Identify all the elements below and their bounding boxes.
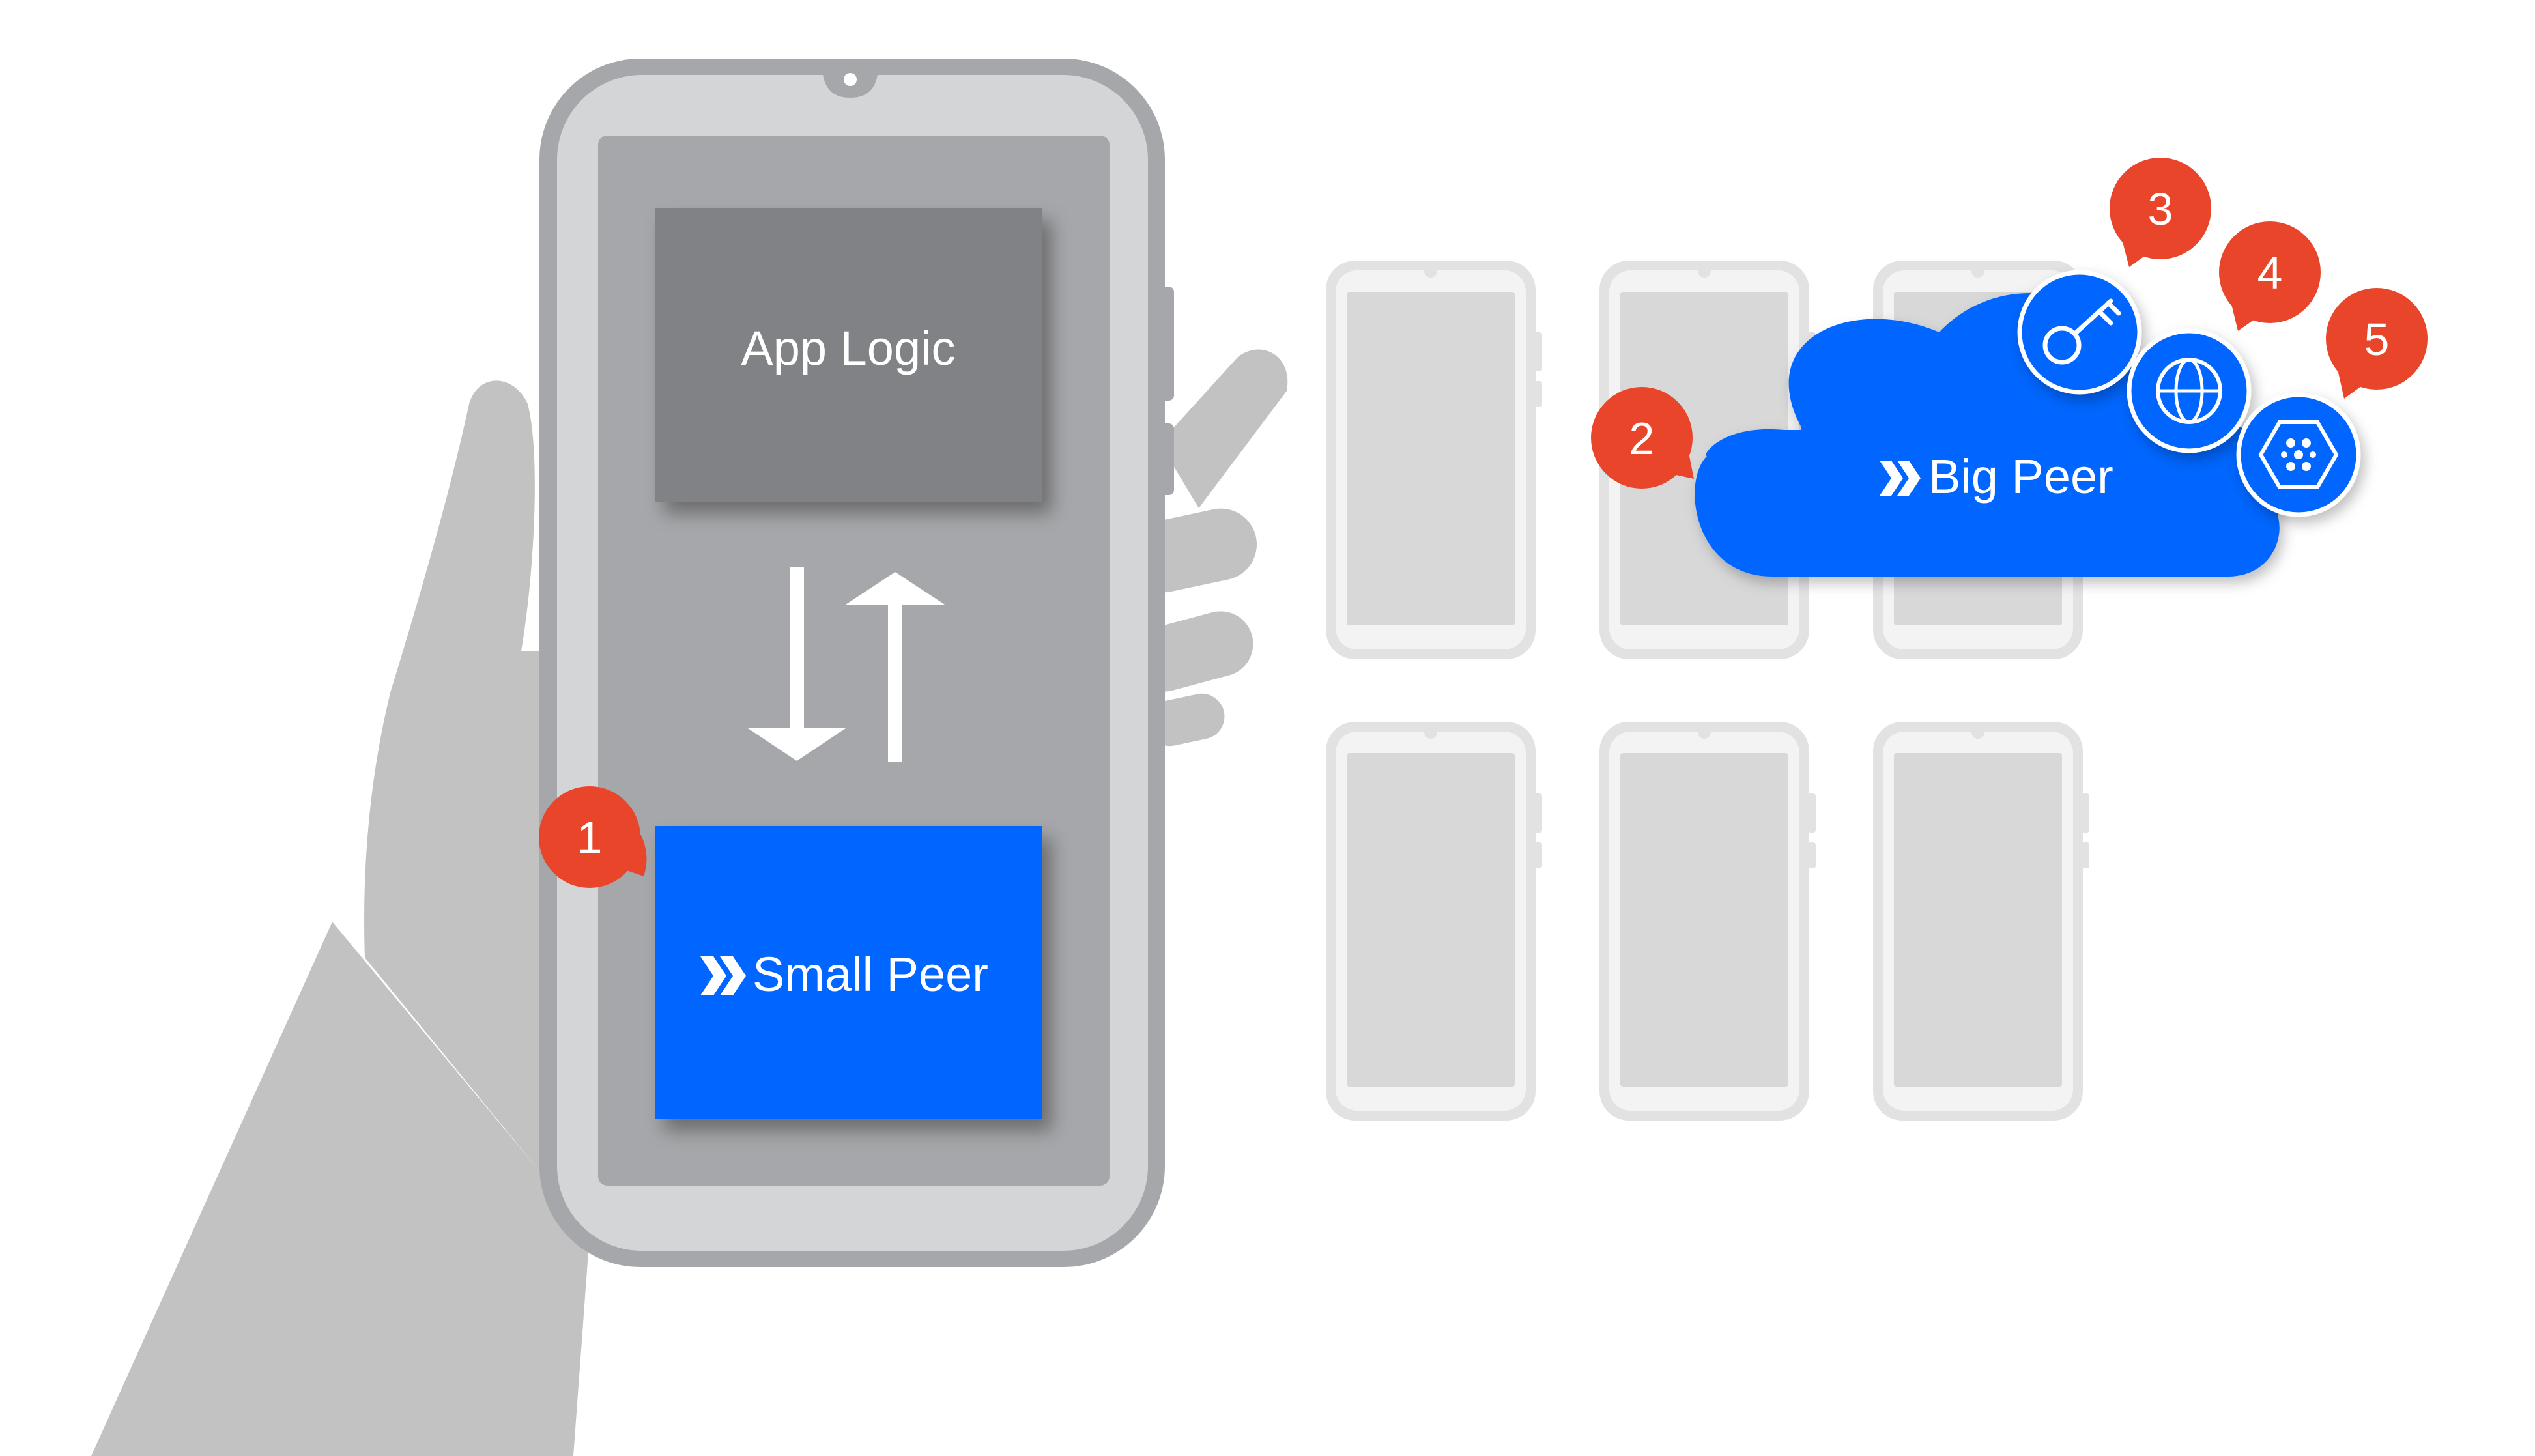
double-chevron-icon (700, 956, 746, 995)
sync-arrows (748, 567, 945, 762)
finger-3 (1147, 693, 1225, 747)
index-finger (1160, 349, 1288, 508)
arrow-down-shaft (790, 567, 804, 743)
marker-3: 3 (2110, 158, 2211, 267)
big-peer-label: Big Peer (1928, 450, 2113, 504)
marker-5: 5 (2326, 288, 2428, 399)
app-logic-label: App Logic (741, 321, 955, 375)
arrow-up-head (846, 572, 945, 605)
hexagon-network-icon (2236, 392, 2361, 517)
marker-5-label: 5 (2364, 314, 2390, 365)
app-logic-box (655, 208, 1042, 502)
marker-3-label: 3 (2148, 184, 2173, 235)
forearm (91, 922, 590, 1456)
marker-1: 1 (539, 786, 647, 888)
palm (364, 380, 586, 1238)
marker-1-label: 1 (577, 812, 603, 863)
phone-camera (844, 73, 857, 86)
small-peer-label: Small Peer (752, 947, 988, 1001)
marker-4-label: 4 (2257, 248, 2283, 298)
peer-device (1599, 722, 1816, 1121)
arrow-up-shaft (888, 605, 902, 762)
main-phone: App Logic Small Peer (539, 59, 1174, 1267)
marker-4: 4 (2219, 221, 2321, 331)
peer-device (1873, 722, 2089, 1121)
marker-2: 2 (1591, 387, 1694, 489)
key-icon (2017, 270, 2142, 395)
peer-device (1326, 722, 1542, 1121)
double-chevron-icon (1880, 461, 1921, 496)
peer-device (1326, 261, 1542, 659)
marker-2-label: 2 (1629, 413, 1655, 464)
arrow-down-head (748, 728, 846, 761)
globe-icon (2127, 328, 2252, 453)
